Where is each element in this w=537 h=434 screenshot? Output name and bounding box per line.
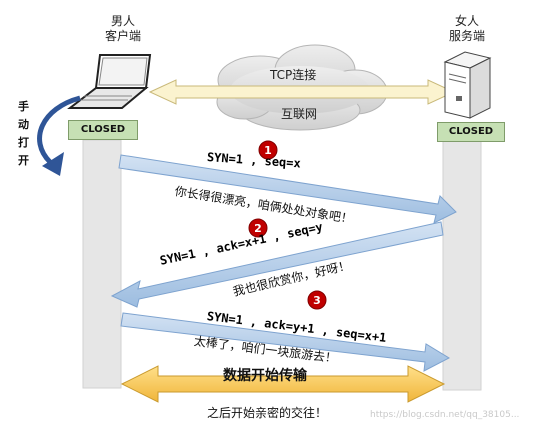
syn-arrow <box>118 154 457 224</box>
server-role-name: 女人 <box>454 14 479 28</box>
tcp-connection-label: TCP连接 <box>270 68 317 82</box>
manual-open-arrow <box>37 95 81 164</box>
server-role-type: 服务端 <box>448 29 485 43</box>
step-2-badge: 2 <box>248 218 268 238</box>
ack-arrow <box>120 312 451 372</box>
server-state-closed: CLOSED <box>437 122 505 142</box>
server-label: 女人 服务端 <box>437 14 497 44</box>
laptop-icon <box>67 54 152 109</box>
server-icon <box>443 51 492 119</box>
watermark: https://blog.csdn.net/qq_38105... <box>370 410 520 420</box>
svg-text:1: 1 <box>264 144 272 157</box>
client-state-closed: CLOSED <box>68 120 138 140</box>
step-1-badge: 1 <box>258 140 278 160</box>
client-role-type: 客户端 <box>104 29 141 43</box>
step-3-badge: 3 <box>307 290 327 310</box>
client-lifeline <box>82 139 122 389</box>
manual-open-char: 手 <box>18 100 29 113</box>
syn-ack-arrow <box>110 221 444 308</box>
client-label: 男人 客户端 <box>93 14 153 44</box>
client-role-name: 男人 <box>110 14 135 28</box>
manual-open-char: 开 <box>18 154 29 167</box>
manual-open-char: 动 <box>18 118 29 131</box>
svg-text:2: 2 <box>254 222 262 235</box>
data-transfer-label: 数据开始传输 <box>223 368 307 384</box>
server-lifeline <box>442 139 482 391</box>
data-transfer-caption: 之后开始亲密的交往！ <box>207 406 328 420</box>
manual-open-char: 打 <box>18 136 29 149</box>
svg-text:3: 3 <box>313 294 321 307</box>
data-transfer-arrow <box>120 365 446 403</box>
internet-label: 互联网 <box>281 107 318 121</box>
manual-open-label: 手 动 打 开 <box>18 98 32 170</box>
